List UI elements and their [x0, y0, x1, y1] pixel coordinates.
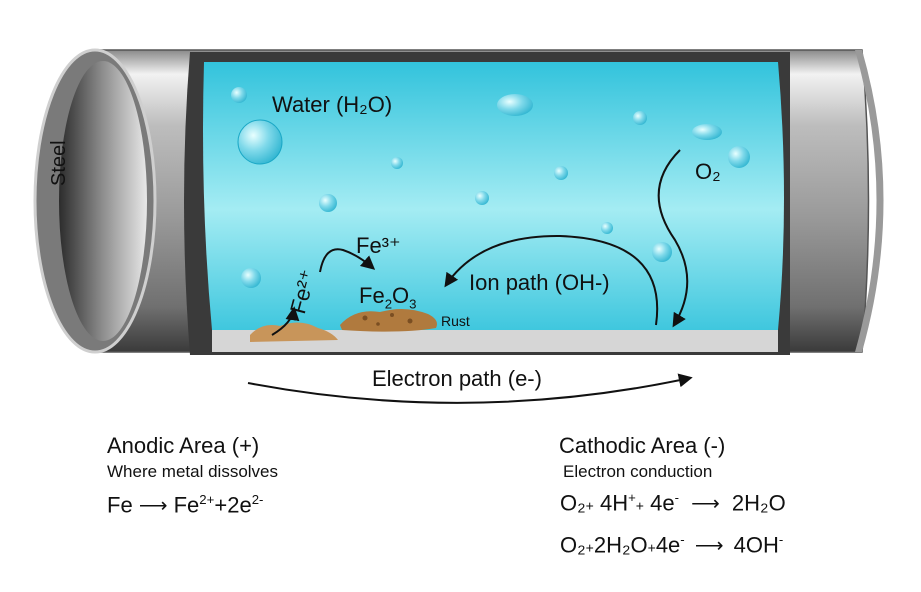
- fe3-label: Fe³⁺: [356, 233, 401, 258]
- bubble: [319, 194, 337, 212]
- fe2-arrow: [271, 306, 300, 336]
- bubble: [391, 157, 403, 169]
- o2-label: O₂: [695, 159, 721, 184]
- ion-path-label: Ion path (OH-): [469, 270, 610, 295]
- water-bubbles: [231, 87, 750, 288]
- bubble: [728, 146, 750, 168]
- water-label: Water (H₂O): [272, 92, 393, 117]
- cathodic-subtitle: Electron conduction: [563, 462, 713, 481]
- bubble: [497, 94, 533, 116]
- electron-path-label: Electron path (e-): [372, 366, 542, 391]
- anodic-title: Anodic Area (+): [107, 433, 260, 458]
- reaction-arrow-icon: ⟶: [694, 535, 724, 558]
- bubble: [241, 268, 261, 288]
- bubble: [652, 242, 672, 262]
- bubble: [633, 111, 647, 125]
- ion-path-arrow: [444, 234, 659, 326]
- bubble: [475, 191, 489, 205]
- bubble: [231, 87, 247, 103]
- cathodic-title: Cathodic Area (-): [559, 433, 726, 458]
- water-section: [184, 52, 790, 355]
- electron-path-arrow: [247, 373, 693, 404]
- anodic-subtitle: Where metal dissolves: [107, 462, 279, 481]
- reaction-arrow-icon: ⟶: [691, 493, 720, 516]
- reaction-arrows: [247, 149, 693, 404]
- bubble: [692, 124, 722, 140]
- anodic-equation: Fe ⟶ Fe2++2e2-: [107, 492, 264, 518]
- cathodic-equation-1: O₂+ 4H++ 4e- ⟶ 2H₂O: [560, 490, 786, 516]
- bubble: [237, 119, 283, 165]
- fe3-arrow: [319, 248, 376, 273]
- o2-arrow: [657, 149, 689, 328]
- cathodic-equation-2: O₂+2H₂O+4e- ⟶ 4OH-: [560, 532, 784, 558]
- reaction-arrow-icon: ⟶: [138, 495, 168, 518]
- bubble: [601, 222, 613, 234]
- rust-deposits: [250, 308, 437, 342]
- rust-label: Rust: [441, 313, 470, 329]
- bubble: [554, 166, 568, 180]
- fe2o3-label: Fe2O3: [359, 283, 417, 312]
- steel-label: Steel: [48, 140, 70, 186]
